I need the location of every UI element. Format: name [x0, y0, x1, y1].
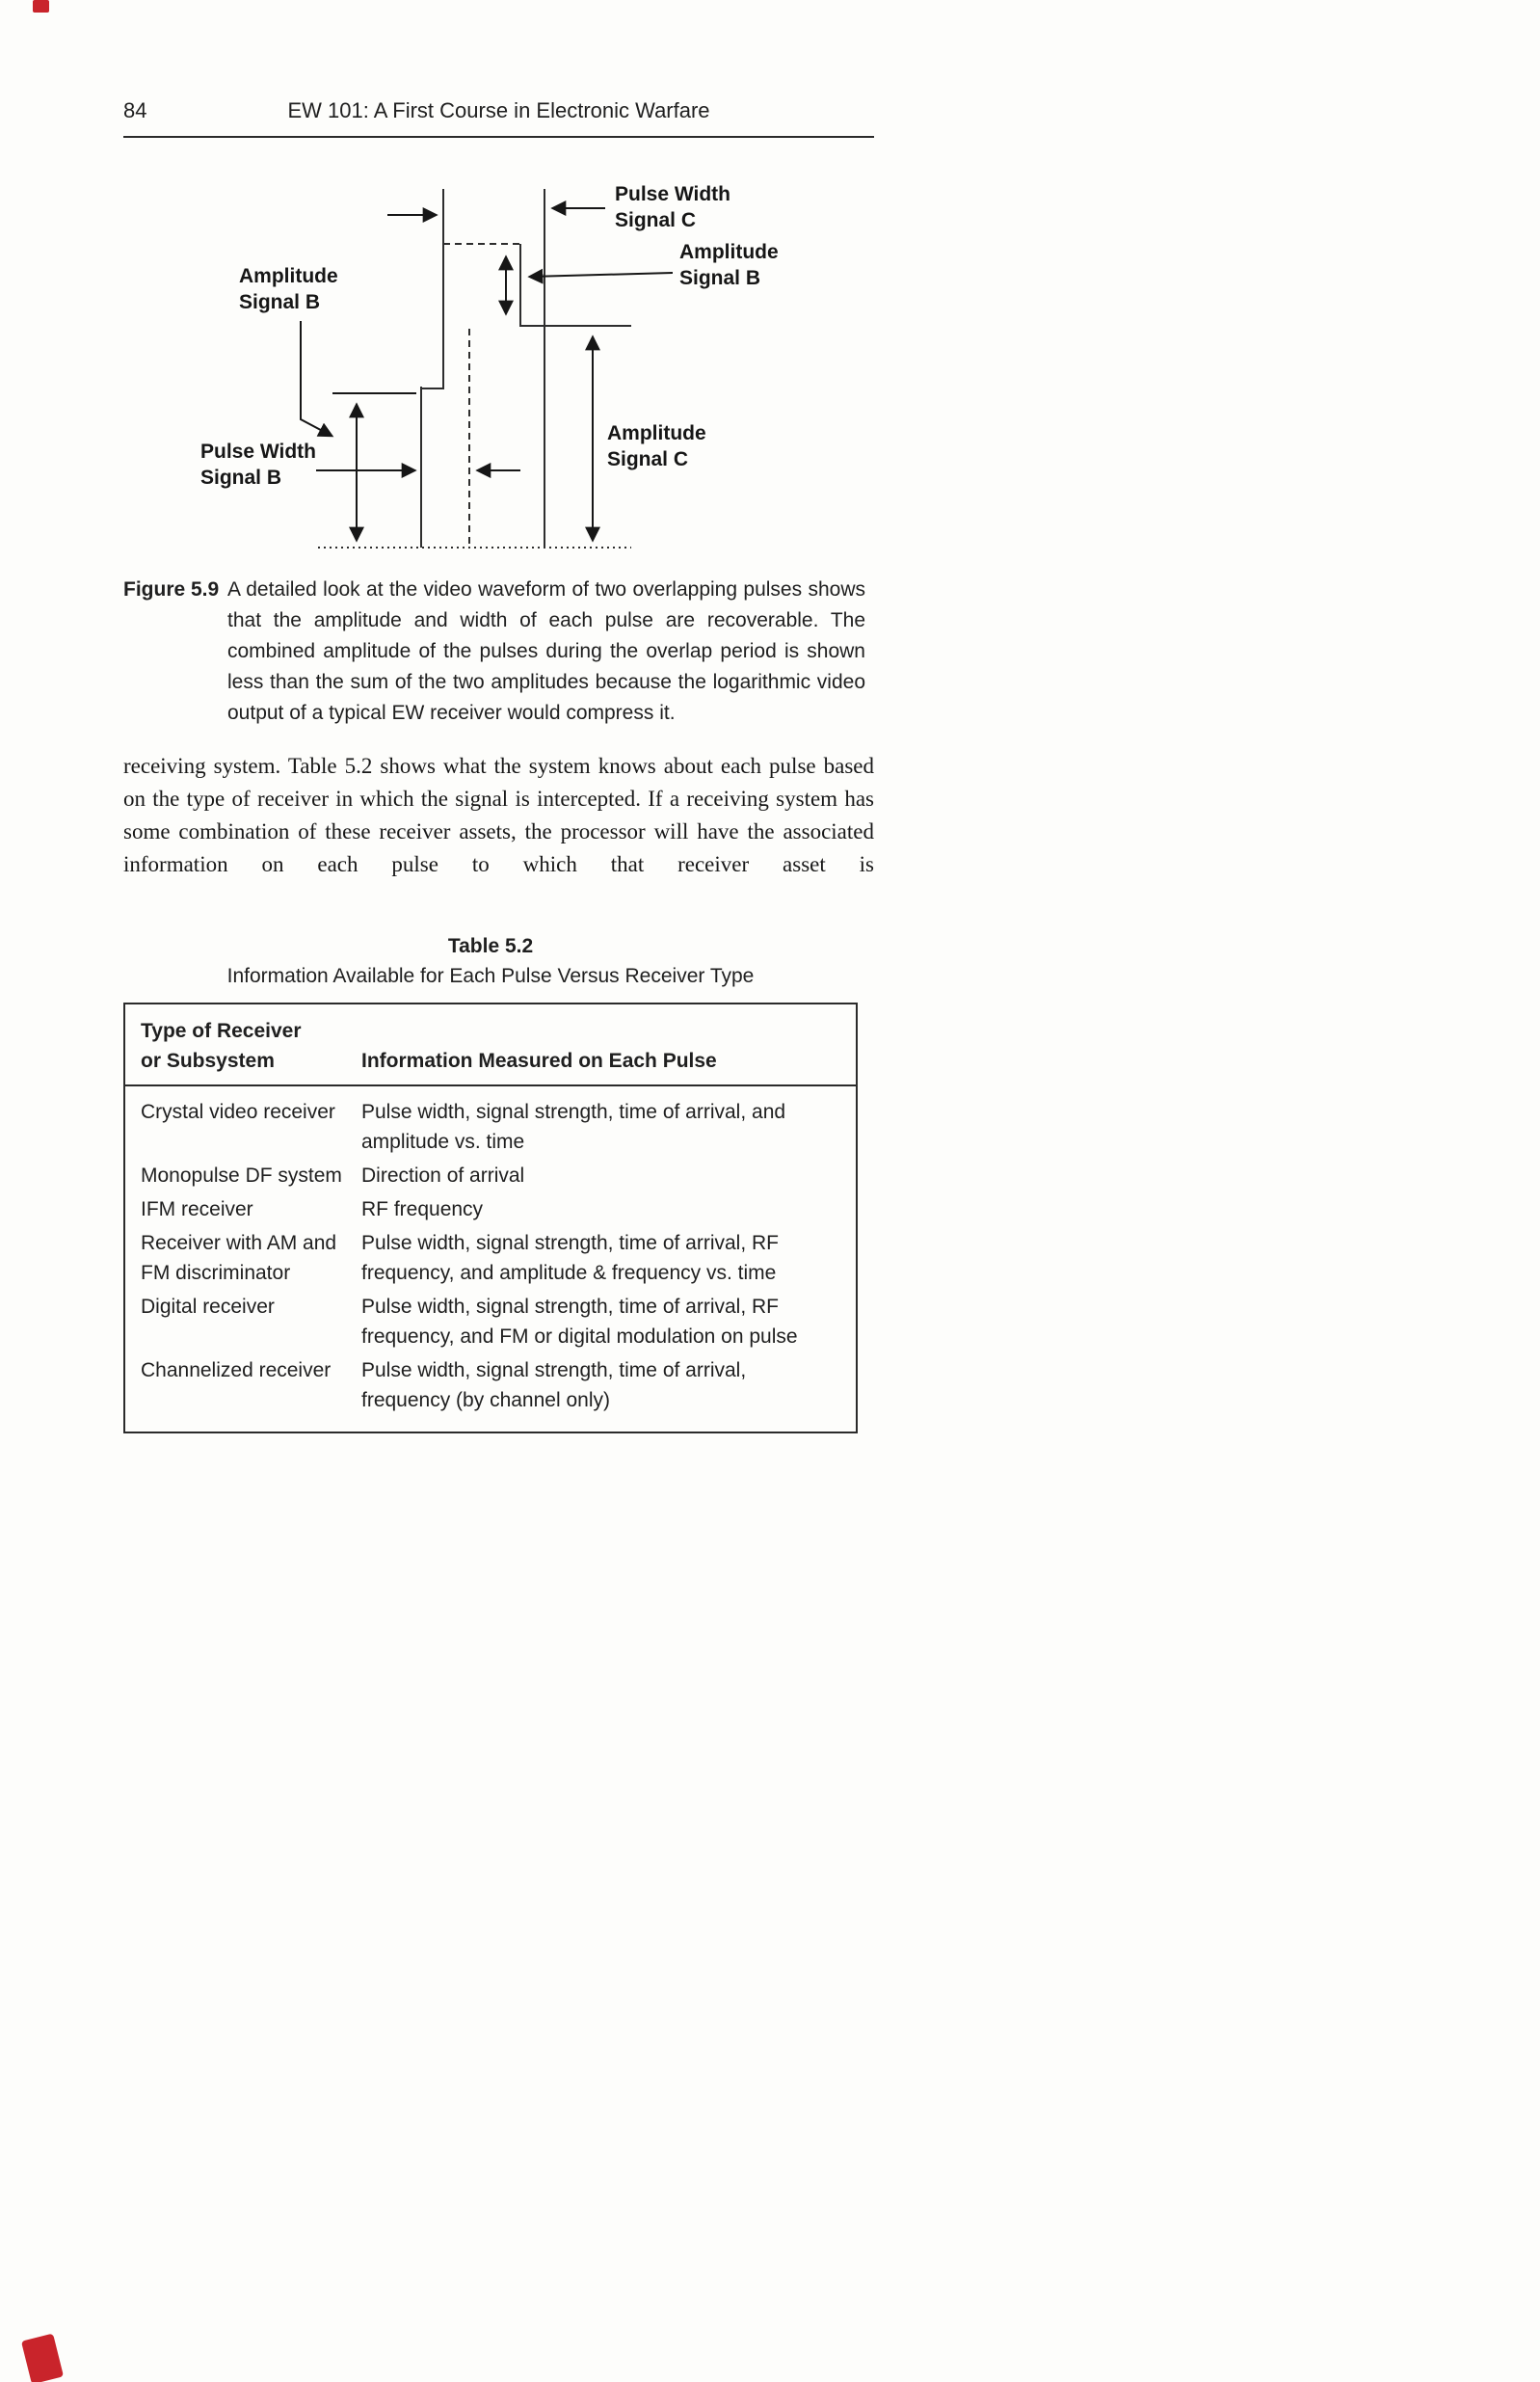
page-number: 84 [123, 98, 147, 122]
table-row: Crystal video receiver Pulse width, sign… [125, 1096, 856, 1158]
body-paragraph: receiving system. Table 5.2 shows what t… [123, 754, 874, 876]
pulse-width-c-label-line2: Signal C [615, 209, 696, 231]
amplitude-signal-b-right-annotation: Amplitude Signal B [498, 241, 779, 316]
scan-artifact-bottom [20, 2333, 65, 2382]
receiver-type-cell: IFM receiver [141, 1198, 253, 1220]
table-title: Table 5.2 [447, 935, 534, 957]
amplitude-c-label-line1: Amplitude [607, 422, 706, 444]
info-cell: Direction of arrival [361, 1164, 525, 1187]
table-titleblock: Table 5.2 Information Available for Each… [123, 935, 858, 988]
table-col2-header: Information Measured on Each Pulse [361, 1050, 717, 1072]
info-cell: Pulse width, signal strength, time of ar… [361, 1359, 747, 1411]
scan-artifact-top [33, 0, 49, 13]
table-row: Receiver with AM and FM discriminator Pu… [125, 1227, 856, 1289]
table-body: Crystal video receiver Pulse width, sign… [125, 1086, 856, 1432]
receiver-type-cell: Receiver with AM and FM discriminator [141, 1232, 337, 1284]
waveform [318, 189, 631, 549]
receiver-type-cell: Digital receiver [141, 1296, 275, 1318]
amplitude-b-right-label-line2: Signal B [679, 267, 760, 289]
header-rule [123, 136, 874, 138]
leader-elbow-arrow [300, 321, 334, 438]
receiver-type-cell: Channelized receiver [141, 1359, 332, 1381]
amplitude-b-right-label-line1: Amplitude [679, 241, 779, 263]
page-header: 84 EW 101: A First Course in Electronic … [123, 98, 874, 127]
figure-caption: Figure 5.9 A detailed look at the video … [123, 575, 865, 729]
pulse-width-signal-b-annotation: Pulse Width Signal B [200, 441, 520, 489]
pulse-width-b-label-line1: Pulse Width [200, 441, 316, 463]
table-row: Digital receiver Pulse width, signal str… [125, 1291, 856, 1352]
table-col1-header: Type of Receiver or Subsystem [141, 1016, 361, 1076]
receiver-type-cell: Crystal video receiver [141, 1101, 335, 1123]
table-row: Channelized receiver Pulse width, signal… [125, 1354, 856, 1416]
table-col1-header-line1: Type of Receiver [141, 1020, 302, 1042]
amplitude-signal-c-annotation: Amplitude Signal C [585, 335, 706, 543]
amplitude-c-label-line2: Signal C [607, 448, 688, 470]
amplitude-b-left-label-line1: Amplitude [239, 265, 338, 287]
amplitude-signal-b-left-annotation: Amplitude Signal B [239, 265, 416, 543]
info-cell: Pulse width, signal strength, time of ar… [361, 1101, 786, 1153]
info-cell: RF frequency [361, 1198, 484, 1220]
leader-arrow [527, 268, 674, 284]
receiver-type-cell: Monopulse DF system [141, 1164, 342, 1187]
info-cell: Pulse width, signal strength, time of ar… [361, 1296, 798, 1348]
table-subtitle: Information Available for Each Pulse Ver… [226, 965, 755, 987]
figure-5-9-diagram: Pulse Width Signal C Amplitude Signal B … [200, 183, 779, 549]
info-cell: Pulse width, signal strength, time of ar… [361, 1232, 780, 1284]
table-row: Monopulse DF system Direction of arrival [125, 1160, 856, 1191]
amplitude-b-left-label-line2: Signal B [239, 291, 320, 313]
figure-caption-label: Figure 5.9 [123, 578, 220, 601]
running-title: EW 101: A First Course in Electronic War… [287, 98, 710, 122]
table-header-row: Type of Receiver or Subsystem Informatio… [125, 1004, 856, 1086]
pulse-width-c-label-line1: Pulse Width [615, 183, 730, 205]
receiver-info-table: Type of Receiver or Subsystem Informatio… [123, 1003, 858, 1433]
figure-caption-text: A detailed look at the video waveform of… [227, 578, 865, 724]
table-col1-header-line2: or Subsystem [141, 1050, 275, 1072]
table-row: IFM receiver RF frequency [125, 1193, 856, 1225]
pulse-width-signal-c-annotation: Pulse Width Signal C [387, 183, 730, 231]
pulse-width-b-label-line2: Signal B [200, 467, 281, 489]
